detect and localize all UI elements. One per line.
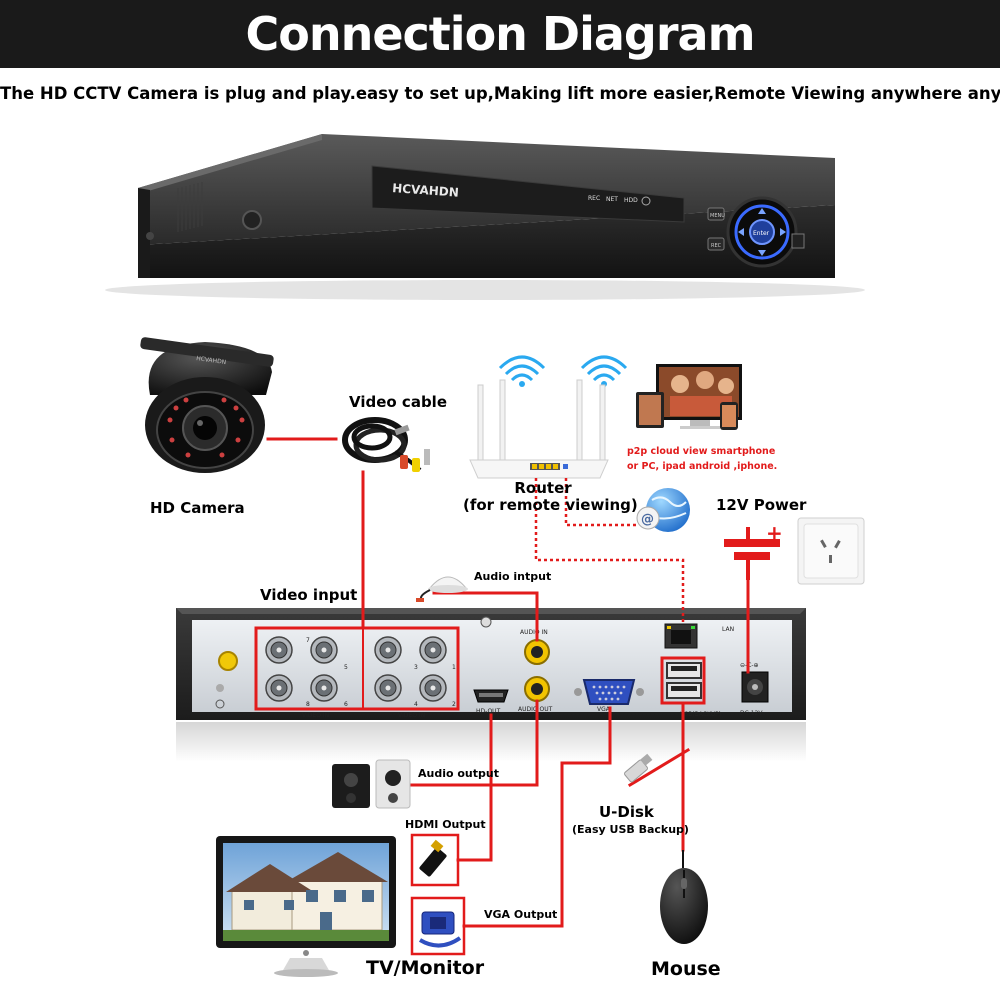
svg-text:@: @ xyxy=(641,512,654,527)
vga-output-label: VGA Output xyxy=(484,908,558,921)
mouse-label: Mouse xyxy=(651,958,721,980)
dvr-enter-label: Enter xyxy=(753,230,770,237)
vga-cable-icon xyxy=(418,911,462,948)
header-bar: Connection Diagram xyxy=(0,0,1000,68)
dvr-front-unit: HCVAHDN REC NET HDD MENU REC Enter xyxy=(105,134,865,300)
bnc-number-1: 1 xyxy=(452,664,456,671)
video-cable-label: Video cable xyxy=(349,393,447,411)
speakers-image xyxy=(332,759,411,809)
dvr-menu-button-label: MENU xyxy=(710,213,725,219)
router-label-line2: (for remote viewing) xyxy=(463,496,638,514)
lan-label: LAN xyxy=(722,626,734,633)
hdmi-cable-icon xyxy=(419,839,447,877)
hd-camera-label: HD Camera xyxy=(150,499,245,517)
audio-in-label: AUDIO IN xyxy=(520,629,548,636)
page-title: Connection Diagram xyxy=(245,7,755,61)
tv-monitor-label: TV/Monitor xyxy=(366,957,485,979)
bnc-number-8: 8 xyxy=(306,701,310,708)
bnc-connector-group xyxy=(265,636,447,702)
router-image xyxy=(469,355,628,479)
indicator-rec: REC xyxy=(588,195,600,202)
power-symbol-icon: + xyxy=(724,521,783,580)
udisk-sublabel: (Easy USB Backup) xyxy=(572,823,689,836)
hdmi-port xyxy=(473,689,509,703)
remote-devices-image xyxy=(636,364,742,430)
vga-port xyxy=(574,679,644,705)
p2p-note-line1: p2p cloud view smartphone xyxy=(627,446,775,457)
subtitle: The HD CCTV Camera is plug and play.easy… xyxy=(0,84,1000,103)
wall-socket-image xyxy=(797,517,865,585)
hdmi-output-label: HDMI Output xyxy=(405,818,486,831)
dvr-brand-label: HCVAHDN xyxy=(392,181,459,200)
dvr-rear-panel: VIDEO IN VIDEO IN AUDIO IN AUDIO OUT HD-… xyxy=(176,608,806,720)
audio-out-label: AUDIO OUT xyxy=(518,706,553,713)
router-label-line1: Router xyxy=(514,479,572,497)
bnc-number-4: 4 xyxy=(414,701,418,708)
bnc-number-7: 7 xyxy=(306,637,310,644)
usb-ports xyxy=(666,662,702,699)
audio-in-jack xyxy=(524,639,550,665)
bnc-number-2: 2 xyxy=(452,701,456,708)
dc12v-label: DC 12V xyxy=(740,710,763,717)
indicator-net: NET xyxy=(606,196,618,203)
video-in-label-left: VIDEO IN xyxy=(302,712,329,719)
power-label: 12V Power xyxy=(716,496,807,514)
video-in-label-right: VIDEO IN xyxy=(398,712,425,719)
video-input-label: Video input xyxy=(260,586,358,604)
bnc-number-6: 6 xyxy=(344,701,348,708)
audio-output-label: Audio output xyxy=(418,767,499,780)
audio-input-label: Audio intput xyxy=(474,570,552,583)
vga-label: VGA xyxy=(597,706,611,713)
bnc-number-5: 5 xyxy=(344,664,348,671)
mouse-image xyxy=(660,849,708,944)
udisk-label: U-Disk xyxy=(599,803,654,821)
audio-out-jack xyxy=(524,676,550,702)
p2p-note-line2: or PC, ipad android ,iphone. xyxy=(627,461,777,472)
hd-camera-image: HCVAHDN xyxy=(140,337,274,473)
bnc-number-3: 3 xyxy=(414,664,418,671)
internet-globe-icon: @ xyxy=(636,488,690,532)
power-plus-sign: + xyxy=(766,521,783,545)
hd-out-label: HD-OUT xyxy=(476,708,501,715)
camera-brand-label: HCVAHDN xyxy=(196,355,227,366)
dc-power-jack xyxy=(741,671,769,703)
connection-lines xyxy=(266,437,750,928)
dvr-rec-button-label: REC xyxy=(711,243,722,249)
usb-label: USB(BACKUP) xyxy=(680,711,721,718)
usb-disk-image xyxy=(624,753,653,783)
microphone-image xyxy=(416,576,468,602)
video-cable-image xyxy=(342,417,430,472)
lan-port xyxy=(664,623,698,649)
indicator-hdd: HDD xyxy=(624,197,638,204)
tv-monitor-image xyxy=(216,836,396,977)
